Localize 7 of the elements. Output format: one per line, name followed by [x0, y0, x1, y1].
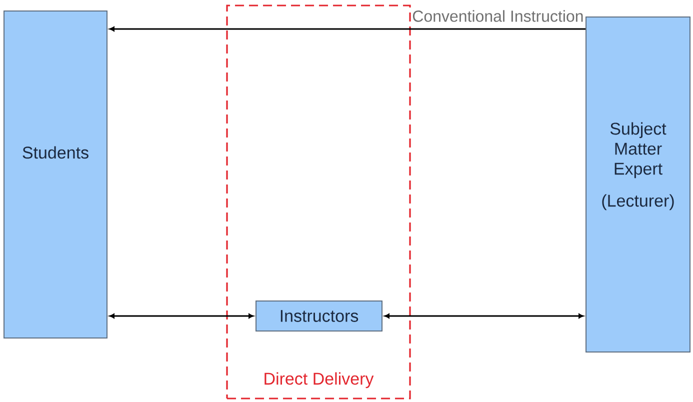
tall-box: Subject Matter Expert (Lecturer) — [586, 16, 690, 352]
arrow — [109, 26, 586, 32]
process-box: Instructors — [256, 300, 382, 332]
double-arrow — [384, 314, 584, 318]
double-arrow — [109, 314, 254, 318]
edge-label: Conventional Instruction — [411, 9, 585, 23]
tall-box: Students — [4, 10, 108, 338]
